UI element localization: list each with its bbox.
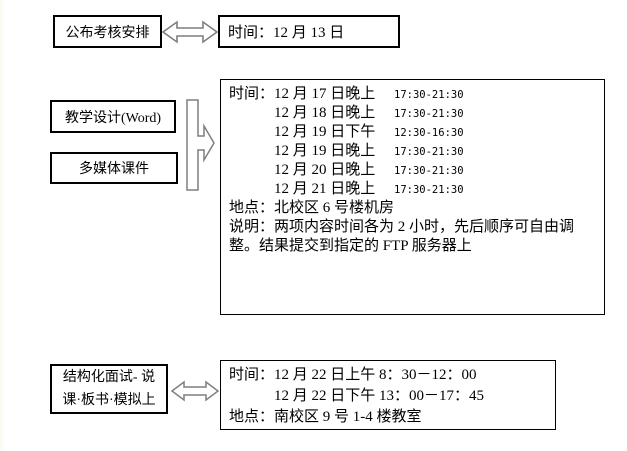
- announce-time-text: 时间：12 月 13 日: [228, 25, 345, 41]
- task-box-multimedia-label: 多媒体课件: [79, 162, 149, 177]
- interview-time-row: 时间： 12 月 22 日上午 8：30－12：00: [229, 365, 547, 386]
- location-line: 地点：北校区 6 号楼机房: [229, 200, 395, 216]
- session-time: 12:30-16:30: [394, 127, 464, 139]
- session-date: 12 月 21 日晚上: [274, 181, 376, 197]
- schedule-row: 12 月 19 日晚上 17:30-21:30: [229, 142, 596, 161]
- session-date: 12 月 18 日晚上: [274, 105, 376, 121]
- interview-time-row: 12 月 22 日下午 13：00－17：45: [229, 386, 547, 407]
- schedule-row: 时间： 12 月 17 日晚上 17:30-21:30: [229, 85, 596, 104]
- session-time: 17:30-21:30: [394, 108, 464, 120]
- schedule-row: 12 月 19 日下午 12:30-16:30: [229, 123, 596, 142]
- announce-time-box: 时间：12 月 13 日: [218, 15, 400, 48]
- double-arrow-icon: [170, 380, 220, 402]
- task-box-multimedia: 多媒体课件: [50, 152, 178, 184]
- double-arrow-icon: [161, 20, 219, 44]
- interview-box-line1: 结构化面试- 说: [62, 370, 156, 385]
- session-time: 17:30-21:30: [394, 184, 464, 196]
- interview-time-box: 时间： 12 月 22 日上午 8：30－12：00 12 月 22 日下午 1…: [220, 360, 556, 430]
- announce-box: 公布考核安排: [53, 15, 162, 48]
- interview-box-line2: 课·板书·模拟上: [62, 393, 156, 408]
- session-date: 12 月 19 日下午: [274, 124, 376, 140]
- page-edge-strip: [0, 0, 5, 451]
- schedule-row: 12 月 21 日晚上 17:30-21:30: [229, 180, 596, 199]
- interview-box: 结构化面试- 说 课·板书·模拟上: [50, 364, 168, 414]
- exam-schedule-box: 时间： 12 月 17 日晚上 17:30-21:30 12 月 18 日晚上 …: [220, 79, 605, 315]
- time-label: 时间：: [229, 86, 275, 102]
- note-line: 说明：两项内容时间各为 2 小时，先后顺序可自由调整。结果提交到指定的 FTP …: [229, 219, 575, 254]
- interview-location-line: 地点：南校区 9 号 1-4 楼教室: [229, 409, 422, 425]
- announce-box-label: 公布考核安排: [65, 25, 150, 41]
- interview-session: 12 月 22 日下午 13：00－17：45: [274, 388, 485, 404]
- session-date: 12 月 19 日晚上: [274, 143, 376, 159]
- task-box-teaching-design-label: 教学设计(Word): [64, 110, 162, 126]
- schedule-row: 12 月 20 日晚上 17:30-21:30: [229, 161, 596, 180]
- interview-session: 12 月 22 日上午 8：30－12：00: [274, 367, 477, 383]
- session-date: 12 月 17 日晚上: [274, 86, 376, 102]
- time-label: 时间：: [229, 367, 275, 383]
- session-date: 12 月 20 日晚上: [274, 162, 376, 178]
- session-time: 17:30-21:30: [394, 146, 464, 158]
- task-box-teaching-design: 教学设计(Word): [50, 100, 176, 133]
- schedule-row: 12 月 18 日晚上 17:30-21:30: [229, 104, 596, 123]
- right-block-arrow-icon: [186, 99, 215, 191]
- session-time: 17:30-21:30: [394, 165, 464, 177]
- session-time: 17:30-21:30: [394, 89, 464, 101]
